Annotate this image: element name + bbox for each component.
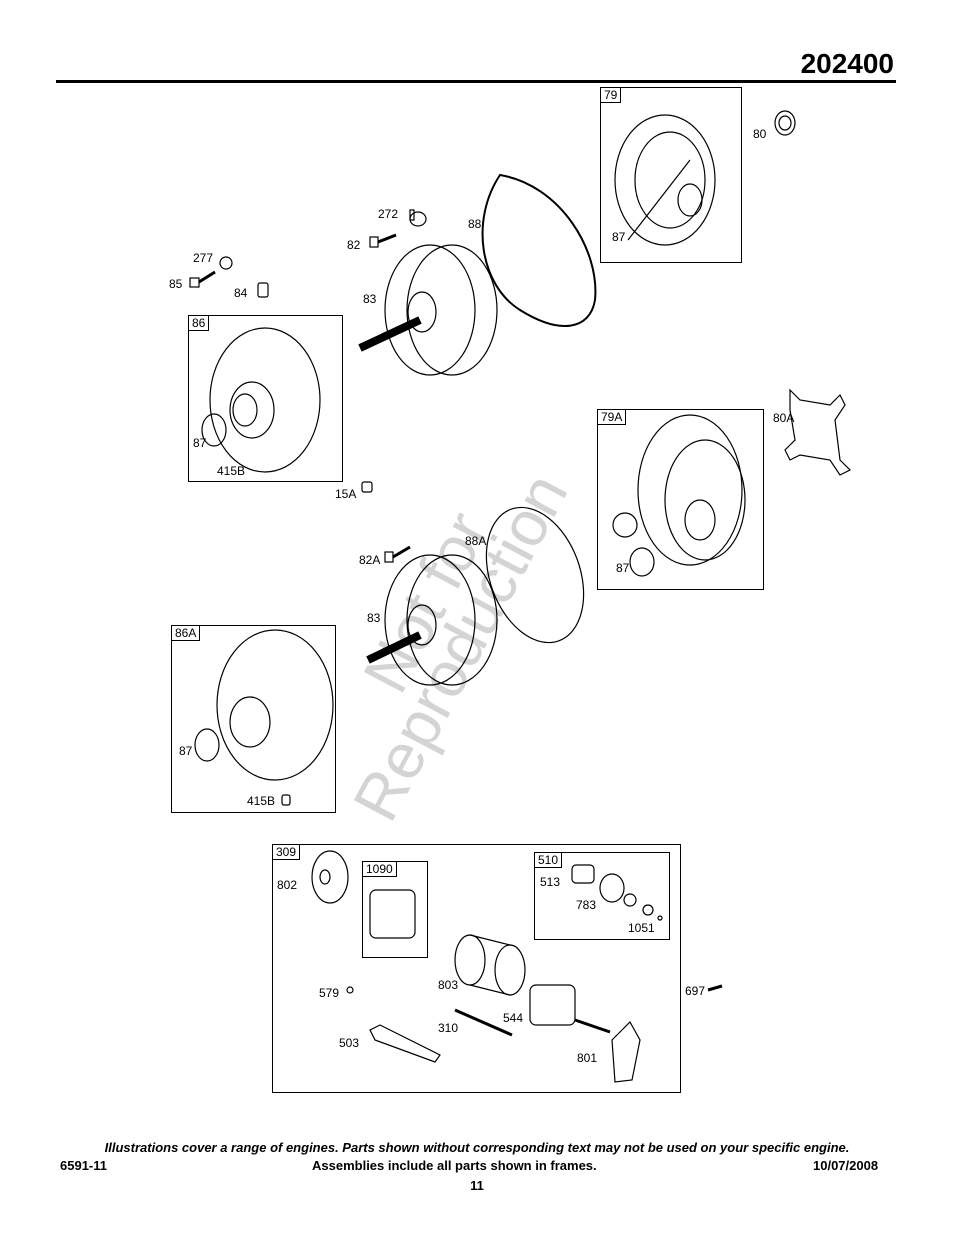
plate-802-shape [311, 850, 349, 904]
ring-88A-shape [485, 506, 585, 644]
part-label-277: 277 [193, 251, 214, 265]
frame-510-tag: 510 [534, 852, 563, 868]
drive-510-shapes [571, 864, 663, 921]
part-label-84: 84 [234, 286, 248, 300]
endcap-801-shape [611, 1021, 641, 1083]
part-label-415B: 415B [247, 794, 276, 808]
part-label-783: 783 [576, 898, 597, 912]
nut-84-shape [257, 282, 269, 298]
part-label-88A: 88A [465, 534, 487, 548]
bolt-82A-shape [384, 545, 411, 563]
cover-86A-shape [194, 629, 334, 806]
part-label-802: 802 [277, 878, 298, 892]
part-label-503: 503 [339, 1036, 360, 1050]
frame-309-tag: 309 [272, 844, 301, 860]
part-label-87: 87 [179, 744, 193, 758]
part-label-272: 272 [378, 207, 399, 221]
brush-1090-shape [369, 889, 416, 939]
part-label-83: 83 [363, 292, 377, 306]
frame-1090-tag: 1090 [362, 861, 397, 877]
washer-272-shape [409, 209, 427, 227]
armature-544-shape [529, 984, 611, 1034]
frame-86A: 86A [171, 625, 336, 813]
model-number: 202400 [800, 48, 894, 79]
frame-79-tag: 79 [600, 87, 622, 103]
footer-assemblies: Assemblies include all parts shown in fr… [312, 1158, 597, 1173]
screw-579-shape [346, 986, 354, 994]
gasket-88-shape [481, 173, 597, 327]
part-label-85: 85 [169, 277, 183, 291]
screw-697-shape [707, 984, 723, 992]
part-label-87: 87 [193, 436, 207, 450]
part-label-697: 697 [685, 984, 706, 998]
frame-79: 79 [600, 87, 742, 263]
footer-note: Illustrations cover a range of engines. … [104, 1140, 850, 1155]
part-label-82A: 82A [359, 553, 381, 567]
frame-1090: 1090 [362, 861, 428, 958]
part-label-513: 513 [540, 875, 561, 889]
drum-83-lower-shape [366, 554, 498, 686]
frame-86: 86 [188, 315, 343, 482]
part-label-83: 83 [367, 611, 381, 625]
bracket-503-shape [369, 1024, 441, 1063]
drum-83-upper-shape [358, 244, 498, 376]
frame-510: 510 [534, 852, 670, 940]
part-label-1051: 1051 [628, 921, 655, 935]
part-label-415B: 415B [217, 464, 246, 478]
cover-86-shape [201, 327, 321, 473]
part-label-80: 80 [753, 127, 767, 141]
part-label-87: 87 [616, 561, 630, 575]
part-label-87: 87 [612, 230, 626, 244]
cover-79-shape [614, 114, 716, 246]
part-label-544: 544 [503, 1011, 524, 1025]
footer-date: 10/07/2008 [813, 1158, 879, 1173]
part-label-80A: 80A [773, 411, 795, 425]
footer-page-number: 11 [470, 1178, 484, 1193]
plug-15A-shape [361, 481, 373, 493]
frame-86-tag: 86 [188, 315, 210, 331]
part-label-801: 801 [577, 1051, 598, 1065]
part-label-15A: 15A [335, 487, 357, 501]
part-label-88: 88 [468, 217, 482, 231]
housing-803-shape [454, 934, 526, 996]
header-rule [56, 80, 896, 83]
cover-79A-shape [612, 414, 746, 577]
bolt-85-shape [189, 270, 216, 288]
frame-309: 309 [272, 844, 681, 1093]
washer-277-shape [219, 256, 233, 270]
footer-doc-number: 6591-11 [60, 1158, 107, 1173]
part-label-82: 82 [347, 238, 361, 252]
part-label-579: 579 [319, 986, 340, 1000]
bolt-82-shape [369, 233, 397, 248]
bolt-310-shape [454, 1008, 513, 1037]
plate-80A-shape [784, 388, 852, 476]
part-label-803: 803 [438, 978, 459, 992]
frame-79A: 79A [597, 409, 764, 590]
seal-80-shape [774, 110, 796, 136]
frame-79A-tag: 79A [597, 409, 627, 425]
part-label-310: 310 [438, 1021, 459, 1035]
frame-86A-tag: 86A [171, 625, 201, 641]
